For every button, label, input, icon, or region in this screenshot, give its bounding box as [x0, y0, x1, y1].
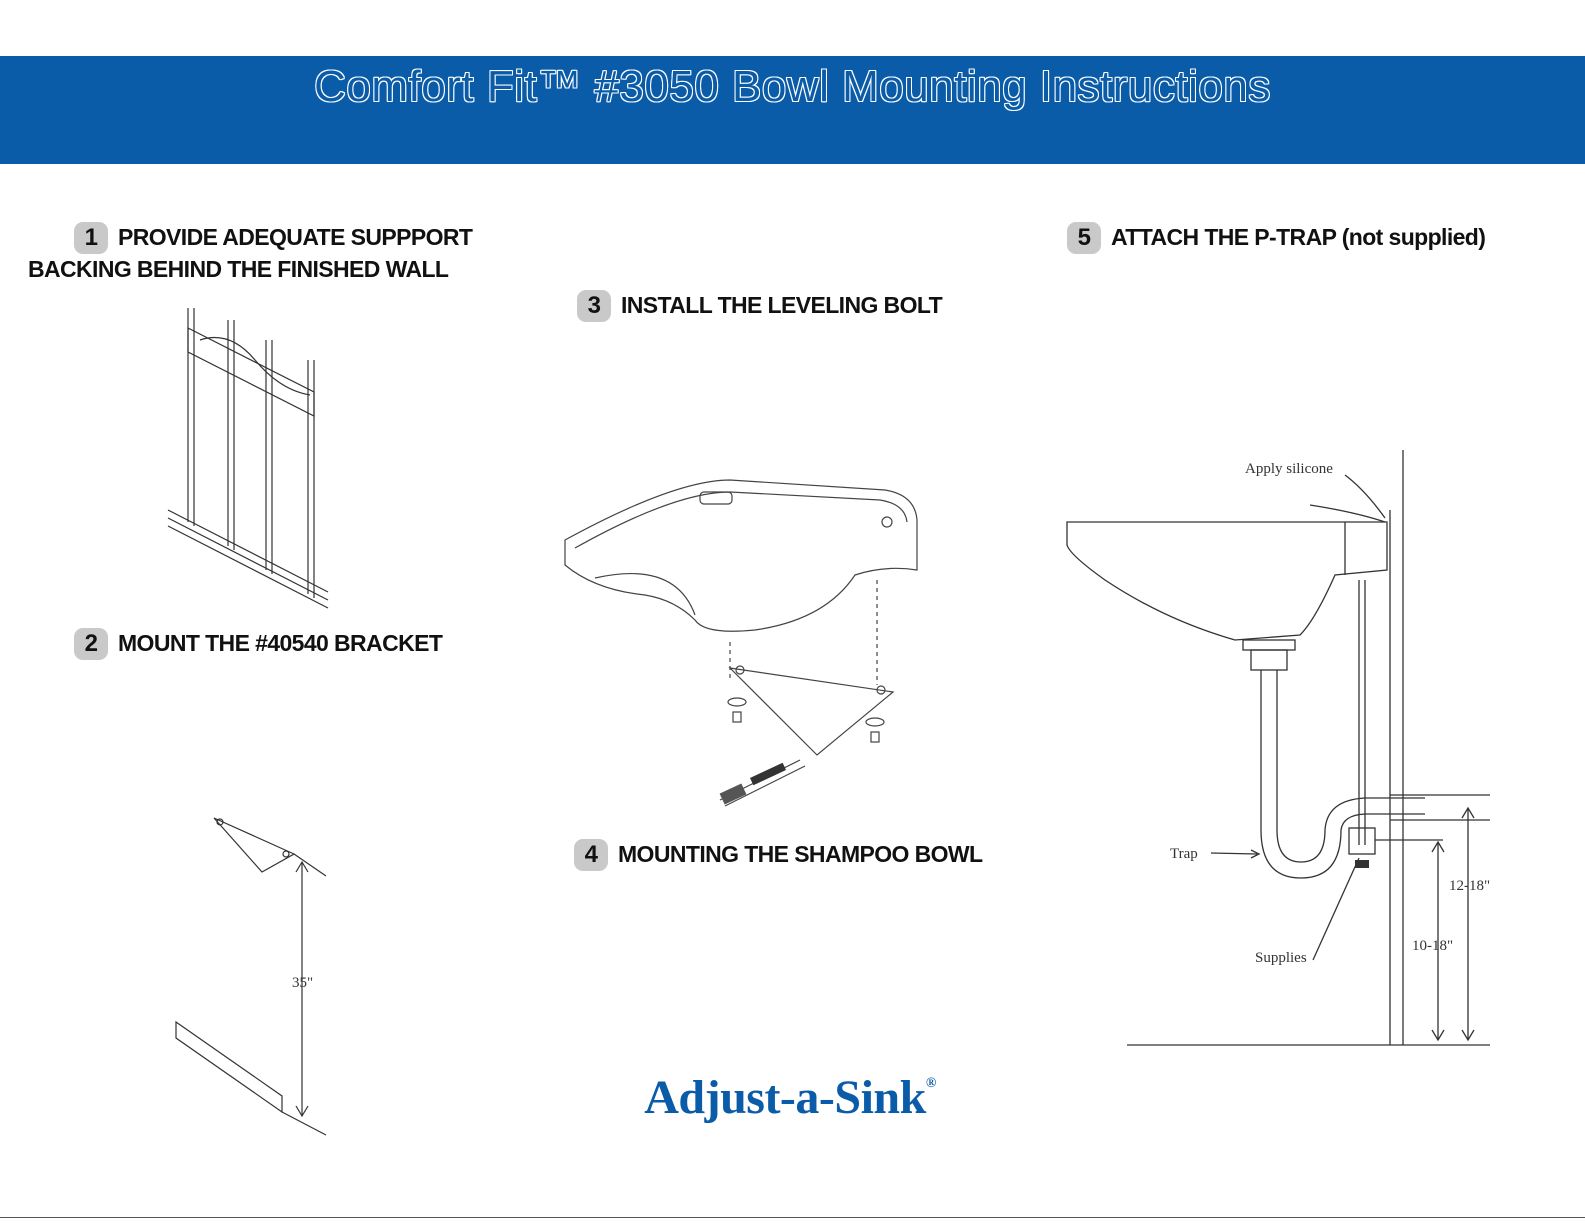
step-2-number: 2 [74, 628, 108, 660]
logo-text: Adjust-a-Sink [644, 1071, 926, 1124]
step-1-number: 1 [74, 222, 108, 254]
step-3-heading: 3 INSTALL THE LEVELING BOLT [577, 290, 942, 322]
supplies-label: Supplies [1255, 950, 1307, 966]
bracket-height-label: 35" [292, 975, 313, 991]
bottom-rule [0, 1217, 1585, 1218]
step-5-heading: 5 ATTACH THE P-TRAP (not supplied) [1067, 222, 1485, 254]
step-5-title: ATTACH THE P-TRAP (not supplied) [1111, 224, 1485, 250]
step-4-number: 4 [574, 839, 608, 871]
dimension-10-18-label: 10-18" [1412, 938, 1453, 954]
p-trap-installation-illustration: Apply silicone Trap Supplies 12-18" 10-1… [1065, 450, 1495, 1060]
step-3-number: 3 [577, 290, 611, 322]
step-3-title: INSTALL THE LEVELING BOLT [621, 292, 942, 318]
step-4-heading: 4 MOUNTING THE SHAMPOO BOWL [574, 839, 982, 871]
step-1-title: PROVIDE ADEQUATE SUPPPORT [118, 224, 472, 250]
adjust-a-sink-logo: Adjust-a-Sink® [620, 1070, 960, 1125]
dimension-12-18-label: 12-18" [1449, 878, 1490, 894]
step-2-title: MOUNT THE #40540 BRACKET [118, 630, 442, 656]
step-5-number: 5 [1067, 222, 1101, 254]
page-title: Comfort Fit™ #3050 Bowl Mounting Instruc… [0, 62, 1585, 112]
trap-label: Trap [1170, 846, 1198, 862]
step-1-title-line2: BACKING BEHIND THE FINISHED WALL [28, 256, 472, 283]
registered-mark: ® [926, 1076, 936, 1091]
bracket-height-illustration: 35" [170, 810, 340, 1140]
step-2-heading: 2 MOUNT THE #40540 BRACKET [74, 628, 442, 660]
apply-silicone-label: Apply silicone [1245, 461, 1333, 477]
wall-framing-illustration [160, 300, 340, 615]
bowl-leveling-bolt-illustration [555, 470, 935, 810]
step-4-title: MOUNTING THE SHAMPOO BOWL [618, 841, 982, 867]
